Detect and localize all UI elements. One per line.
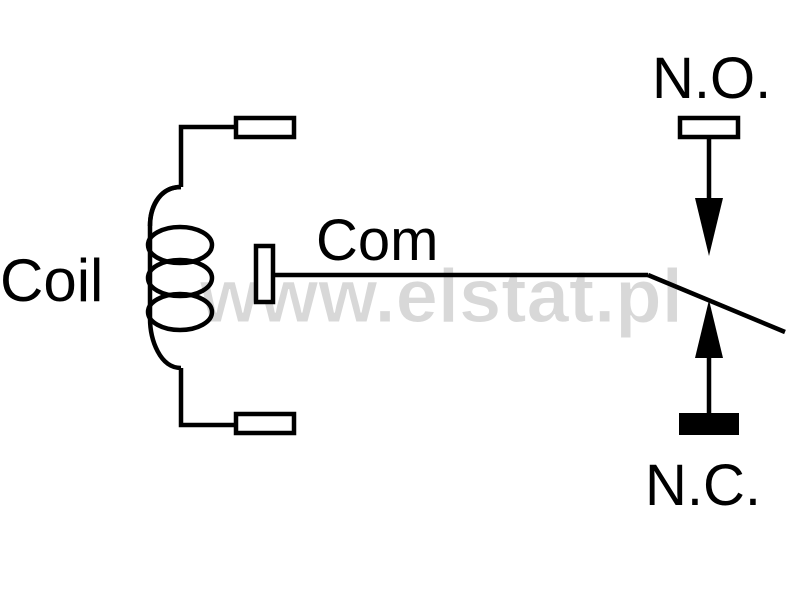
common-label: Com (316, 208, 438, 273)
coil-label: Coil (0, 247, 103, 314)
switch-arm (273, 272, 786, 335)
normally-open-contact (677, 115, 741, 256)
coil-winding (145, 184, 215, 371)
watermark-text: www.elstat.pl (199, 254, 683, 339)
normally-open-label: N.O. (652, 46, 771, 111)
coil-top-terminal (178, 115, 297, 187)
coil-bottom-terminal (178, 368, 297, 436)
normally-closed-label: N.C. (645, 453, 761, 518)
common-terminal (253, 243, 276, 305)
normally-closed-contact (679, 300, 739, 435)
